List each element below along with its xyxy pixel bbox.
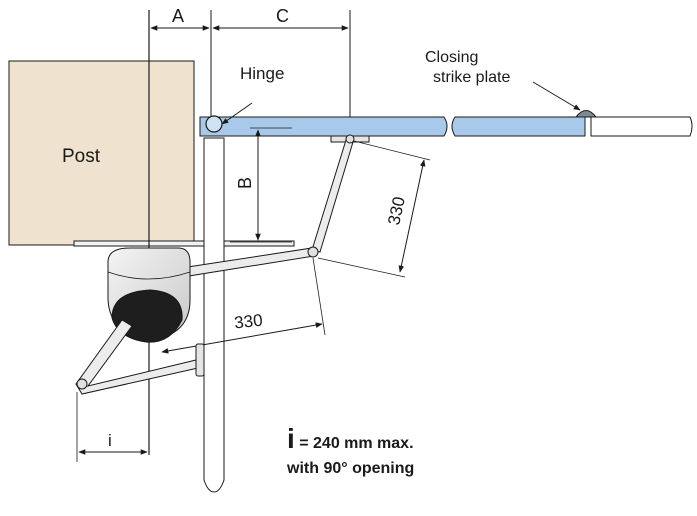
- dim-c-label: C: [276, 6, 289, 26]
- gate-pillar: [203, 137, 225, 493]
- dim-330-upper-line: [398, 159, 426, 273]
- dim-b-label: B: [235, 177, 255, 189]
- closing-leader: [532, 81, 581, 111]
- gate-leaf: [199, 116, 448, 137]
- closing-label-line2: strike plate: [433, 69, 510, 86]
- dim-330-lower-label: 330: [233, 311, 263, 333]
- dim-i-label: i: [108, 431, 112, 450]
- note-line2: with 90° opening: [286, 460, 414, 477]
- dim-330-lower-line: [161, 322, 323, 354]
- elbow-joint: [307, 246, 319, 258]
- lever-pivot: [76, 378, 88, 390]
- mounting-plate: [73, 240, 295, 247]
- note-text: = 240 mm max.: [295, 435, 414, 452]
- gate-leaf-opposite: [590, 116, 693, 137]
- hinge-label: Hinge: [240, 64, 284, 83]
- dim-a-label: A: [172, 6, 184, 26]
- closing-label-line1: Closing: [425, 49, 478, 66]
- hinge-icon: [205, 115, 223, 133]
- strike-plate: [574, 110, 598, 118]
- arm-upper: [311, 139, 354, 253]
- gate-leaf-far: [451, 116, 586, 137]
- dim-330-upper-label: 330: [384, 195, 408, 227]
- note-symbol: i: [287, 423, 295, 454]
- post: [8, 60, 195, 246]
- leaf-joint: [345, 134, 355, 144]
- post-label: Post: [62, 146, 101, 167]
- lever-bracket: [195, 343, 205, 377]
- note-line1: i = 240 mm max.: [287, 423, 414, 454]
